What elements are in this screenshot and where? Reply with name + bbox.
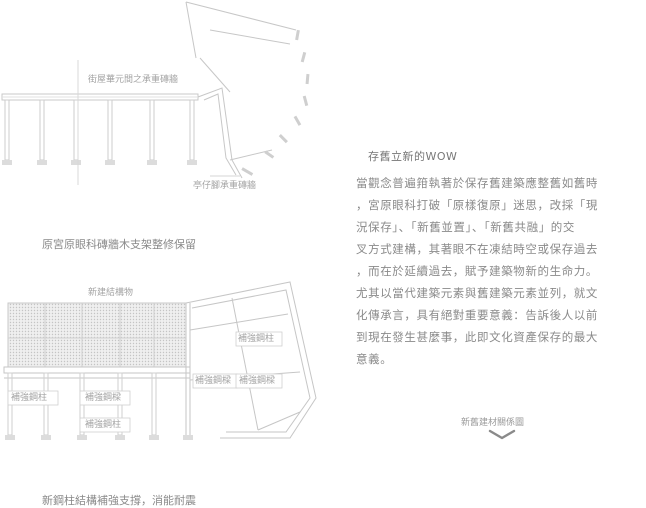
label-beam: 街屋華元間之承重磚牆 (88, 75, 179, 85)
label-beam-left: 補強鋼樑 (85, 393, 122, 403)
article-line: 當觀念普遍箝執著於保存舊建築應整舊如舊時 (356, 176, 598, 190)
label-column-right: 補強鋼柱 (238, 334, 275, 344)
label-beam-mid: 補強鋼樑 (195, 376, 232, 386)
article-line: ，宮原眼科打破「原樣復原」迷思，改採「現 (356, 198, 598, 212)
article-line: 況保存」、「新舊並置」、「新舊共融」的交 (356, 220, 575, 234)
article-line: 化傳承言，具有絕對重要意義：告訴後人以前 (356, 308, 598, 322)
diagram-bottom: 新建結構物 補強鋼柱 補強鋼樑 補強鋼樑 補強鋼柱 補強鋼樑 補強鋼柱 (0, 270, 340, 470)
label-new-structure: 新建結構物 (88, 288, 134, 298)
article-line: 叉方式建構，其著眼不在凍結時空或保存過去 (356, 242, 598, 256)
label-beam-right: 補強鋼樑 (239, 376, 276, 386)
chevron-down-icon[interactable] (487, 429, 517, 441)
top-columns (4, 99, 195, 161)
article-line: 到現在發生甚麼事，此即文化資產保存的最大 (356, 330, 598, 344)
top-dashed-arc (241, 29, 310, 176)
caption-top: 原宮原眼科磚牆木支架整修保留 (42, 238, 196, 251)
new-structure-fill (7, 302, 187, 368)
label-column-bottom: 補強鋼柱 (85, 420, 122, 430)
diagram-bottom-drawing (3, 281, 317, 440)
article-title: 存舊立新的WOW (368, 150, 458, 163)
article-line: 意義。 (356, 352, 393, 366)
next-section-link[interactable]: 新舊建材關係圖 (461, 418, 525, 428)
bottom-frame (3, 281, 317, 439)
diagram-top-drawing (1, 1, 310, 185)
label-wall: 亭仔腳承重磚牆 (193, 181, 257, 191)
caption-bottom: 新鋼柱結構補強支撐，消能耐震 (42, 494, 196, 507)
label-column-left: 補強鋼柱 (11, 393, 48, 403)
bottom-footings (5, 435, 193, 440)
article-body: 當觀念普遍箝執著於保存舊建築應整舊如舊時 ，宮原眼科打破「原樣復原」迷思，改採「… (356, 172, 646, 370)
top-right-wing (185, 1, 297, 179)
article-line: 尤其以當代建築元素與舊建築元素並列，就文 (356, 286, 598, 300)
top-footings (2, 160, 197, 165)
diagram-top: 街屋華元間之承重磚牆 亭仔腳承重磚牆 (0, 0, 340, 250)
article-line: ，而在於延續過去，賦予建築物新的生命力。 (356, 264, 598, 278)
